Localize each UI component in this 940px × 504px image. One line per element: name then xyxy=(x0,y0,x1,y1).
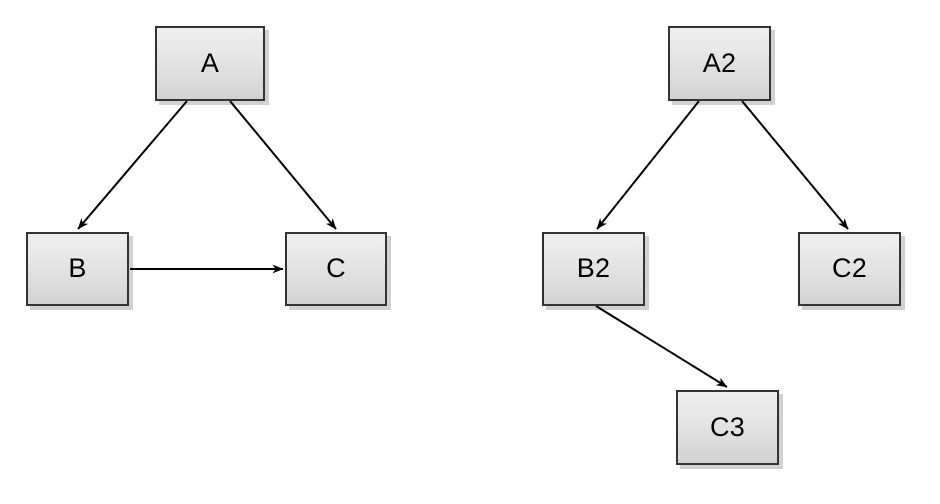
edge-b2-to-c3 xyxy=(595,305,728,388)
node-a2[interactable]: A2 xyxy=(668,26,771,101)
edge-a-to-b xyxy=(77,100,188,230)
node-label-a2: A2 xyxy=(702,47,737,78)
node-label-c: C xyxy=(326,253,346,283)
node-c[interactable]: C xyxy=(285,232,387,306)
edges-group xyxy=(77,100,849,388)
node-a[interactable]: A xyxy=(155,26,265,101)
node-c2[interactable]: C2 xyxy=(798,232,901,306)
edge-a-to-c xyxy=(229,100,337,230)
node-label-b2: B2 xyxy=(576,253,611,283)
node-label-b: B xyxy=(68,253,87,283)
node-label-c3: C3 xyxy=(710,411,745,442)
node-b2[interactable]: B2 xyxy=(542,232,645,306)
edge-a2-to-c2 xyxy=(741,100,849,230)
node-label-a: A xyxy=(200,47,220,78)
node-c3[interactable]: C3 xyxy=(676,390,779,465)
node-b[interactable]: B xyxy=(26,232,129,306)
node-label-c2: C2 xyxy=(832,253,867,283)
edge-a2-to-b2 xyxy=(596,100,700,230)
